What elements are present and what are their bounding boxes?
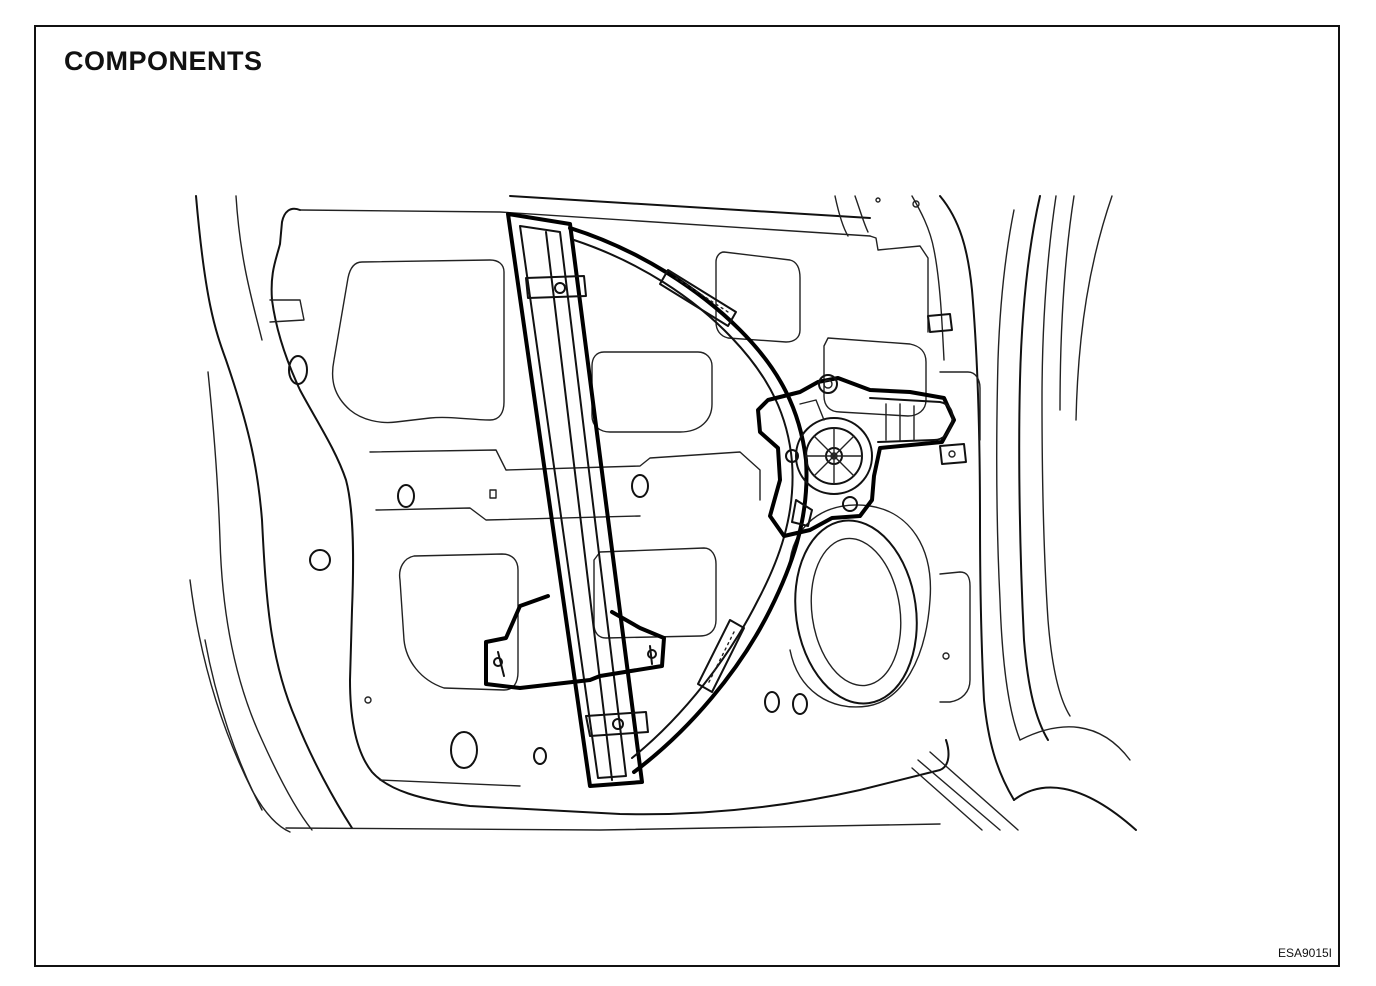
figure-frame xyxy=(34,25,1340,967)
inner-panel-cutouts xyxy=(269,251,981,703)
door-outer-shell xyxy=(189,195,950,833)
window-motor-assembly xyxy=(756,374,956,538)
page-title: COMPONENTS xyxy=(64,46,263,76)
figure-code: ESA9015I xyxy=(1277,946,1332,960)
regulator-guide-rail xyxy=(506,212,649,788)
right-clips xyxy=(927,313,967,465)
door-right-frame xyxy=(509,195,1137,831)
glass-carrier-bracket xyxy=(484,594,666,690)
panel-holes xyxy=(288,197,950,769)
speaker-opening xyxy=(789,504,932,708)
